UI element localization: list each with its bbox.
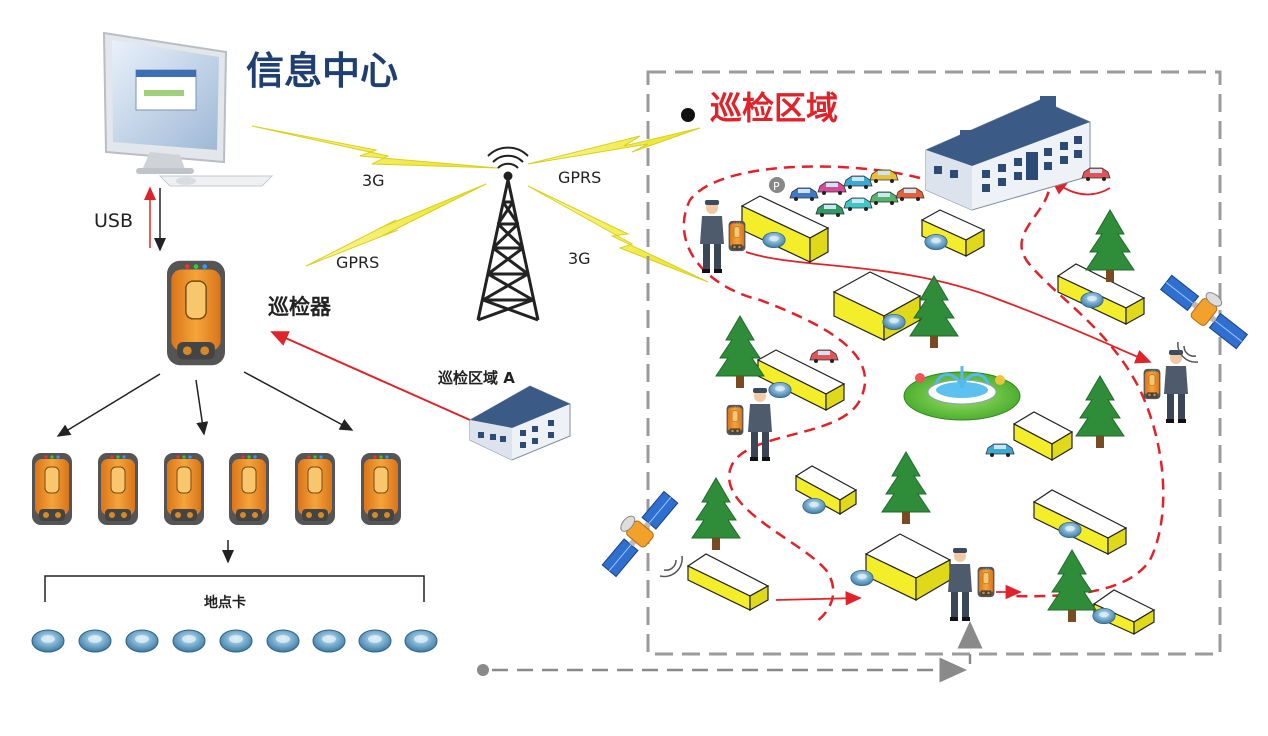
building-icon xyxy=(832,271,922,342)
patrol-area-border xyxy=(646,70,1222,656)
area-connector xyxy=(477,621,983,683)
building-icon xyxy=(686,553,770,612)
tag-icon xyxy=(125,629,159,653)
car-icon xyxy=(985,443,1015,458)
tag-icon xyxy=(78,629,112,653)
building-icon xyxy=(740,195,830,264)
tag-icon xyxy=(802,497,826,515)
monitor-icon xyxy=(102,31,274,187)
tree-icon xyxy=(715,315,765,389)
car-icon xyxy=(843,197,873,212)
patrol-device-icon xyxy=(726,404,744,436)
guard-icon xyxy=(700,200,724,273)
tag-icon xyxy=(1080,291,1104,309)
patrol-device-icon xyxy=(228,452,270,526)
tag-icon xyxy=(31,629,65,653)
tag-icon xyxy=(312,629,346,653)
tag-icon xyxy=(1058,521,1082,539)
building-icon xyxy=(1012,411,1074,462)
tag-icon xyxy=(768,381,792,399)
tree-icon xyxy=(1047,549,1097,623)
building-icon xyxy=(794,465,858,516)
building-icon xyxy=(1056,263,1146,326)
patrol-device-icon xyxy=(31,452,73,526)
tag-row xyxy=(31,629,438,653)
svg-text:P: P xyxy=(773,180,780,193)
building-icon xyxy=(469,385,571,461)
usb-label: USB xyxy=(94,210,134,232)
patrol-device-row xyxy=(31,452,402,526)
patrol-area-a-label: 巡检区域 A xyxy=(438,369,515,387)
patroller-label: 巡检器 xyxy=(268,295,331,319)
tag-icon xyxy=(172,629,206,653)
link-gprs-top-label: GPRS xyxy=(558,168,602,187)
area-bullet xyxy=(681,108,695,122)
patrol-route xyxy=(682,165,1165,623)
car-icon xyxy=(815,203,845,218)
patrol-device-icon xyxy=(294,452,336,526)
location-card-label: 地点卡 xyxy=(204,595,246,611)
patrol-device-icon xyxy=(1143,368,1161,400)
link-3g-bottom-label: 3G xyxy=(568,249,591,268)
tag-icon xyxy=(358,629,392,653)
tree-icon xyxy=(1085,209,1135,283)
tag-icon xyxy=(924,233,948,251)
car-icon xyxy=(809,349,839,364)
patrol-device-icon xyxy=(728,220,746,252)
link-3g-top-label: 3G xyxy=(362,171,385,190)
distribution-arrows xyxy=(56,371,354,564)
patrol-device-icon xyxy=(977,566,995,598)
patrol-device-icon xyxy=(97,452,139,526)
card-bracket xyxy=(44,575,425,602)
tag-icon xyxy=(404,629,438,653)
patrol-area-title: 巡检区域 xyxy=(710,89,839,127)
building-icon xyxy=(1032,489,1128,556)
car-icon xyxy=(789,187,819,202)
tag-icon xyxy=(850,569,874,587)
link-gprs-bottom-label: GPRS xyxy=(336,253,380,272)
tree-icon xyxy=(881,451,931,525)
car-icon xyxy=(843,175,873,190)
tag-icon xyxy=(1092,607,1116,625)
building-icon xyxy=(925,96,1091,211)
parking-sign: P xyxy=(769,177,785,193)
fountain-icon xyxy=(903,366,1021,421)
info-center-title: 信息中心 xyxy=(246,49,399,93)
tower-icon xyxy=(476,146,540,322)
guard-icon xyxy=(948,548,972,621)
sync-arrow xyxy=(270,331,471,421)
tag-icon xyxy=(219,629,253,653)
satellite-icon xyxy=(592,483,681,579)
tag-icon xyxy=(266,629,300,653)
tag-icon xyxy=(882,313,906,331)
guard-icon xyxy=(1164,350,1188,423)
car-icon xyxy=(817,181,847,196)
car-icon xyxy=(869,191,899,206)
satellite-icon xyxy=(1158,265,1256,352)
wireless-links xyxy=(251,125,709,283)
tree-icon xyxy=(1075,375,1125,449)
patrol-device-icon xyxy=(163,452,205,526)
building-icon xyxy=(864,533,952,602)
tag-icon xyxy=(762,231,786,249)
patrol-device-icon xyxy=(360,452,402,526)
patrol-device-icon xyxy=(166,260,226,366)
car-icon xyxy=(895,187,925,202)
signal-waves xyxy=(659,341,1199,578)
guard-icon xyxy=(748,388,772,461)
building-icon xyxy=(756,349,846,412)
